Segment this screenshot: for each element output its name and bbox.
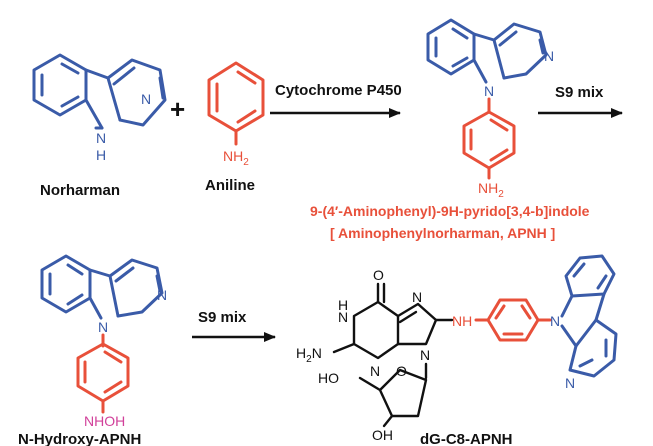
aniline-structure: NH2: [207, 61, 265, 168]
pyridine-n: N: [141, 91, 151, 107]
adduct-indole-n: N: [550, 313, 560, 329]
nhoh-indole-n: N: [98, 319, 108, 335]
plus-sign: +: [170, 94, 185, 124]
s9-bottom-label: S9 mix: [198, 309, 247, 326]
apnh-common-name: [ Aminophenylnorharman, APNH ]: [330, 225, 555, 241]
dg-c8-apnh-structure: O N H N H2N N N NH N N O HO OH: [296, 254, 618, 443]
cyp-label: Cytochrome P450: [275, 82, 402, 99]
n-hydroxy-apnh-structure: N N NHOH: [40, 254, 167, 429]
norharman-label: Norharman: [40, 182, 120, 199]
norharman-structure: N N H: [32, 53, 167, 163]
sugar-5-oh: HO: [318, 370, 339, 386]
guanine-n9: N: [420, 347, 430, 363]
sugar-3-oh: OH: [372, 427, 393, 443]
guanine-n1-h: H: [338, 297, 348, 313]
n-hydroxy-label: N-Hydroxy-APNH: [18, 431, 141, 446]
apnh-indole-n: N: [484, 83, 494, 99]
indole-h: H: [96, 147, 106, 163]
apnh-structure: N N NH2: [426, 18, 554, 200]
c8-linker-nh: NH: [452, 313, 472, 329]
nhoh-group: NHOH: [84, 413, 125, 429]
sugar-ring-o: O: [396, 363, 407, 379]
apnh-pyridine-n: N: [544, 48, 554, 64]
indole-n: N: [96, 130, 106, 146]
aniline-nh2: NH2: [223, 148, 249, 168]
guanine-n1: N: [338, 309, 348, 325]
apnh-systematic-name: 9-(4′-Aminophenyl)-9H-pyrido[3,4-b]indol…: [310, 203, 590, 219]
guanine-o: O: [373, 267, 384, 283]
guanine-n3: N: [370, 363, 380, 379]
guanine-h2n: H2N: [296, 345, 322, 365]
aniline-label: Aniline: [205, 177, 255, 194]
guanine-n7: N: [412, 289, 422, 305]
apnh-nh2: NH2: [478, 180, 504, 200]
nhoh-pyridine-n: N: [157, 287, 167, 303]
s9-top-label: S9 mix: [555, 84, 604, 101]
dg-label: dG-C8-APNH: [420, 431, 513, 446]
adduct-pyridine-n: N: [565, 375, 575, 391]
